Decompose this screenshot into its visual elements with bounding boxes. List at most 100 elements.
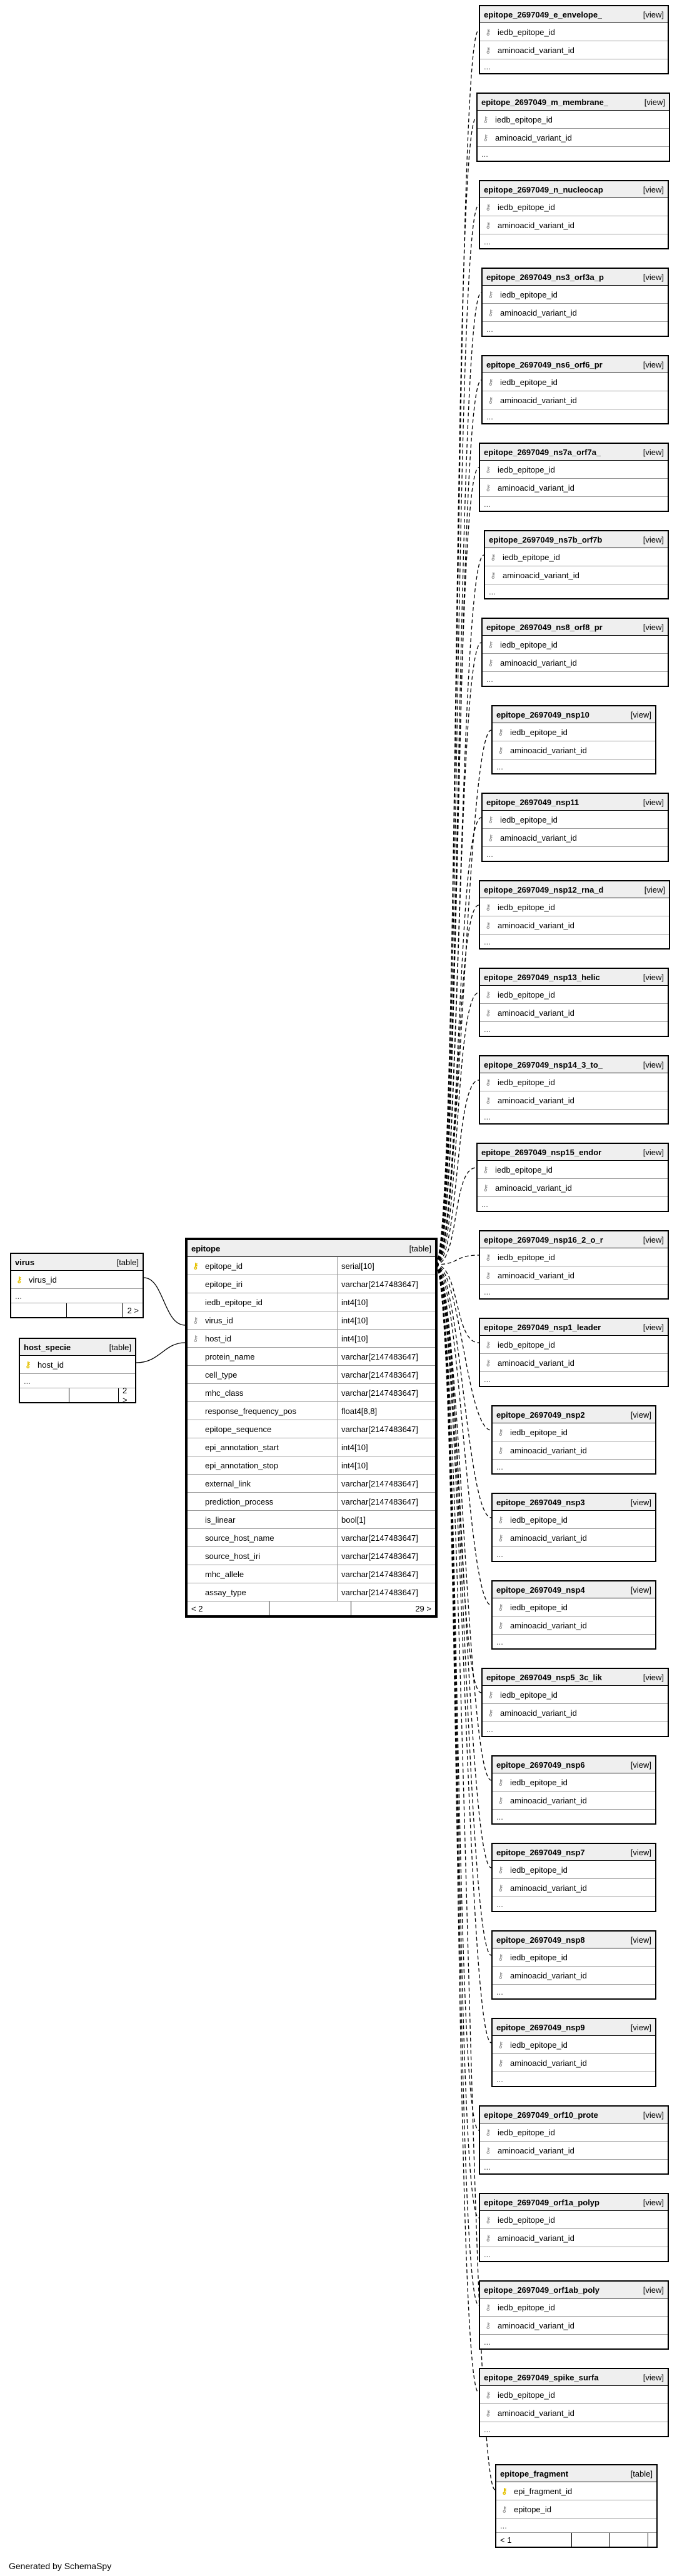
column-row: ⚷aminoacid_variant_id — [485, 566, 668, 584]
column-row: ⚷aminoacid_variant_id — [478, 1179, 668, 1197]
table-name: epitope_2697049_spike_surfa — [484, 2372, 599, 2382]
column-name: iedb_epitope_id — [498, 2127, 555, 2137]
view-table[interactable]: epitope_2697049_ns3_orf3a_p[view]⚷iedb_e… — [481, 268, 669, 337]
table-virus[interactable]: virus [table] ⚷virus_id ... 2 > — [10, 1253, 144, 1318]
ellipsis: ... — [486, 411, 493, 421]
primary-key-icon: ⚷ — [25, 1360, 31, 1370]
column-name: aminoacid_variant_id — [510, 1970, 587, 1980]
table-name: epitope_2697049_nsp6 — [496, 1760, 585, 1770]
view-table[interactable]: epitope_2697049_nsp2[view]⚷iedb_epitope_… — [491, 1405, 656, 1475]
view-table[interactable]: epitope_2697049_nsp12_rna_d[view]⚷iedb_e… — [479, 880, 670, 950]
view-table[interactable]: epitope_2697049_nsp9[view]⚷iedb_epitope_… — [491, 2018, 656, 2087]
table-name: epitope_2697049_ns7b_orf7b — [489, 534, 603, 544]
table-epitope-fragment[interactable]: epitope_fragment [table] ⚷epi_fragment_i… — [495, 2464, 658, 2548]
column-row: ⚷iedb_epitope_id — [493, 1773, 655, 1792]
foreign-key-icon: ⚷ — [485, 1270, 491, 1280]
column-type: bool[1] — [337, 1511, 435, 1528]
view-table[interactable]: epitope_2697049_n_nucleocap[view]⚷iedb_e… — [479, 180, 669, 249]
table-host-specie[interactable]: host_specie [table] ⚷host_id ... 2 > — [19, 1338, 136, 1405]
ellipsis: ... — [484, 1024, 491, 1034]
column-row: ⚷aminoacid_variant_id — [483, 654, 668, 672]
column-name: aminoacid_variant_id — [500, 658, 577, 668]
ellipsis: ... — [484, 236, 491, 246]
table-header: epitope_2697049_ns6_orf6_pr[view] — [483, 356, 668, 373]
ellipsis: ... — [481, 149, 488, 159]
table-kind: [view] — [643, 797, 664, 807]
relationship-edge — [434, 1264, 479, 2218]
foreign-key-icon: ⚷ — [498, 1795, 504, 1805]
column-row: ⚷iedb_epitope_id — [493, 1423, 655, 1441]
ellipsis: ... — [496, 1812, 503, 1822]
table-header: epitope_2697049_ns7a_orf7a_[view] — [480, 444, 668, 461]
view-table[interactable]: epitope_2697049_nsp7[view]⚷iedb_epitope_… — [491, 1843, 656, 1912]
column-row: ⚷aminoacid_variant_id — [480, 1266, 668, 1285]
foreign-key-icon: ⚷ — [498, 1777, 504, 1787]
column-name: iedb_epitope_id — [205, 1297, 263, 1307]
foreign-key-icon: ⚷ — [498, 745, 504, 755]
column-name: iedb_epitope_id — [498, 902, 555, 912]
column-name: external_link — [205, 1478, 251, 1488]
view-table[interactable]: epitope_2697049_nsp15_endor[view]⚷iedb_e… — [476, 1143, 669, 1212]
foreign-key-icon: ⚷ — [501, 2504, 508, 2514]
view-table[interactable]: epitope_2697049_nsp3[view]⚷iedb_epitope_… — [491, 1493, 656, 1562]
column-type: varchar[2147483647] — [337, 1565, 435, 1583]
table-kind: [view] — [630, 2022, 651, 2032]
column-type: varchar[2147483647] — [337, 1420, 435, 1438]
view-table[interactable]: epitope_2697049_nsp5_3c_lik[view]⚷iedb_e… — [481, 1668, 669, 1737]
table-kind: [view] — [644, 885, 665, 895]
column-row: ⚷iedb_epitope_id — [478, 111, 669, 129]
column-row: ⚷iedb_epitope_id — [478, 1161, 668, 1179]
relationship-edge — [434, 817, 482, 1265]
view-table[interactable]: epitope_2697049_ns7a_orf7a_[view]⚷iedb_e… — [479, 443, 669, 512]
column-type: varchar[2147483647] — [337, 1366, 435, 1383]
foreign-key-icon: ⚷ — [485, 483, 491, 493]
foreign-key-icon: ⚷ — [488, 289, 494, 299]
ellipsis: ... — [484, 61, 491, 71]
view-table[interactable]: epitope_2697049_nsp14_3_to_[view]⚷iedb_e… — [479, 1055, 669, 1125]
column-name: response_frequency_pos — [205, 1406, 296, 1416]
view-table[interactable]: epitope_2697049_ns6_orf6_pr[view]⚷iedb_e… — [481, 355, 669, 424]
view-table[interactable]: epitope_2697049_nsp13_helic[view]⚷iedb_e… — [479, 968, 669, 1037]
view-table[interactable]: epitope_2697049_orf1a_polyp[view]⚷iedb_e… — [479, 2193, 669, 2262]
table-header: epitope_2697049_n_nucleocap[view] — [480, 181, 668, 198]
view-table[interactable]: epitope_2697049_nsp8[view]⚷iedb_epitope_… — [491, 1930, 656, 2000]
relationship-edge — [136, 1342, 186, 1363]
column-row: ⚷aminoacid_variant_id — [483, 391, 668, 409]
view-table[interactable]: epitope_2697049_orf10_prote[view]⚷iedb_e… — [479, 2105, 669, 2175]
foreign-key-icon: ⚷ — [498, 1427, 504, 1437]
column-name: epi_fragment_id — [514, 2486, 573, 2496]
ellipsis: ... — [486, 324, 493, 334]
view-table[interactable]: epitope_2697049_m_membrane_[view]⚷iedb_e… — [476, 93, 670, 162]
view-table[interactable]: epitope_2697049_orf1ab_poly[view]⚷iedb_e… — [479, 2280, 669, 2350]
foreign-key-icon: ⚷ — [485, 2390, 491, 2400]
view-table[interactable]: epitope_2697049_e_envelope_[view]⚷iedb_e… — [479, 5, 669, 74]
column-row: ⚷aminoacid_variant_id — [493, 1616, 655, 1635]
ellipsis: ... — [484, 1111, 491, 1121]
column-name: aminoacid_variant_id — [510, 2058, 587, 2068]
child-count: 2 > — [127, 1305, 139, 1315]
table-name: epitope — [191, 1243, 221, 1253]
column-name: iedb_epitope_id — [500, 1690, 558, 1700]
table-kind: [view] — [643, 2197, 664, 2207]
view-table[interactable]: epitope_2697049_ns8_orf8_pr[view]⚷iedb_e… — [481, 618, 669, 687]
table-header: epitope_2697049_spike_surfa[view] — [480, 2369, 668, 2386]
view-table[interactable]: epitope_2697049_nsp4[view]⚷iedb_epitope_… — [491, 1580, 656, 1650]
view-table[interactable]: epitope_2697049_nsp1_leader[view]⚷iedb_e… — [479, 1318, 669, 1387]
view-table[interactable]: epitope_2697049_spike_surfa[view]⚷iedb_e… — [479, 2368, 669, 2437]
relationship-edge — [434, 467, 479, 1265]
view-table[interactable]: epitope_2697049_nsp10[view]⚷iedb_epitope… — [491, 705, 656, 774]
foreign-key-icon: ⚷ — [488, 1690, 494, 1700]
view-table[interactable]: epitope_2697049_nsp16_2_o_r[view]⚷iedb_e… — [479, 1230, 669, 1300]
view-table[interactable]: epitope_2697049_nsp6[view]⚷iedb_epitope_… — [491, 1755, 656, 1825]
parent-count: < 1 — [496, 2533, 572, 2547]
column-name: aminoacid_variant_id — [510, 745, 587, 755]
table-header: epitope_2697049_e_envelope_[view] — [480, 6, 668, 23]
view-table[interactable]: epitope_2697049_ns7b_orf7b[view]⚷iedb_ep… — [484, 530, 669, 599]
table-header: epitope_2697049_nsp6[view] — [493, 1757, 655, 1773]
table-name: epitope_2697049_nsp11 — [486, 797, 579, 807]
table-header: epitope_2697049_nsp12_rna_d[view] — [480, 881, 669, 898]
table-name: epitope_2697049_orf1ab_poly — [484, 2285, 599, 2295]
view-table[interactable]: epitope_2697049_nsp11[view]⚷iedb_epitope… — [481, 793, 669, 862]
